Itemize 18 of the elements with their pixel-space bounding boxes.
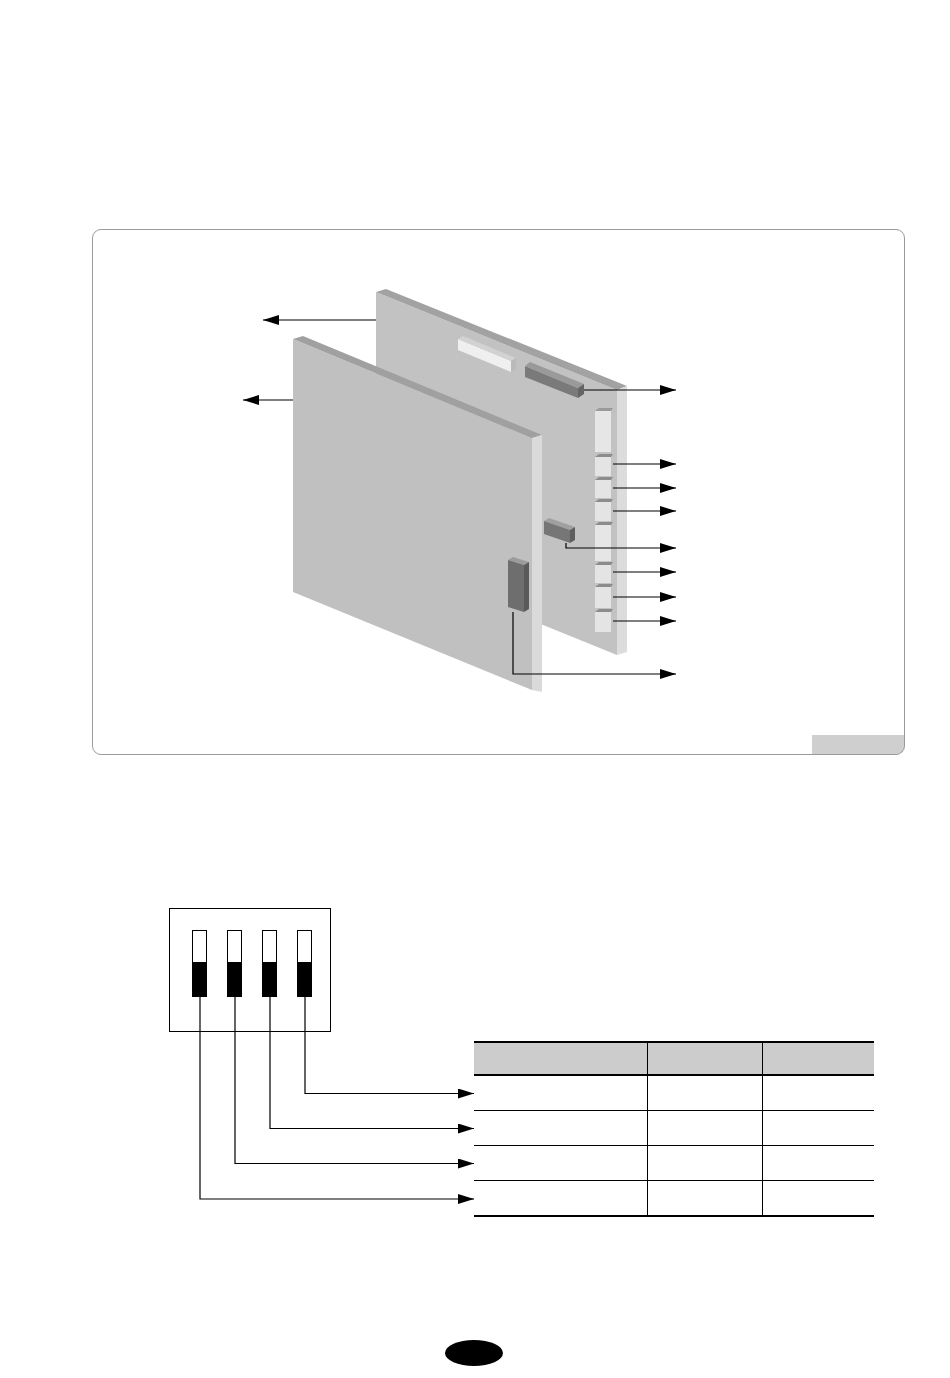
arrow [269,996,475,1134]
leader-arrow [262,315,377,325]
dip-switch-toggle [262,930,277,997]
dip-switch-toggle [297,930,312,997]
leader-arrow [612,567,677,577]
leader-arrow [242,395,294,405]
leader-arrow [612,483,677,493]
arrow [199,996,475,1204]
dip-switch-toggle [192,930,207,997]
arrow [304,996,475,1099]
dip-switch-toggle [227,930,242,997]
leader-arrow [612,506,677,516]
table [474,1041,874,1217]
arrow [234,996,475,1169]
dip-switch [169,908,331,1032]
leader-arrow [612,459,677,469]
leader-arrow [612,592,677,602]
leader-arrow [612,616,677,626]
